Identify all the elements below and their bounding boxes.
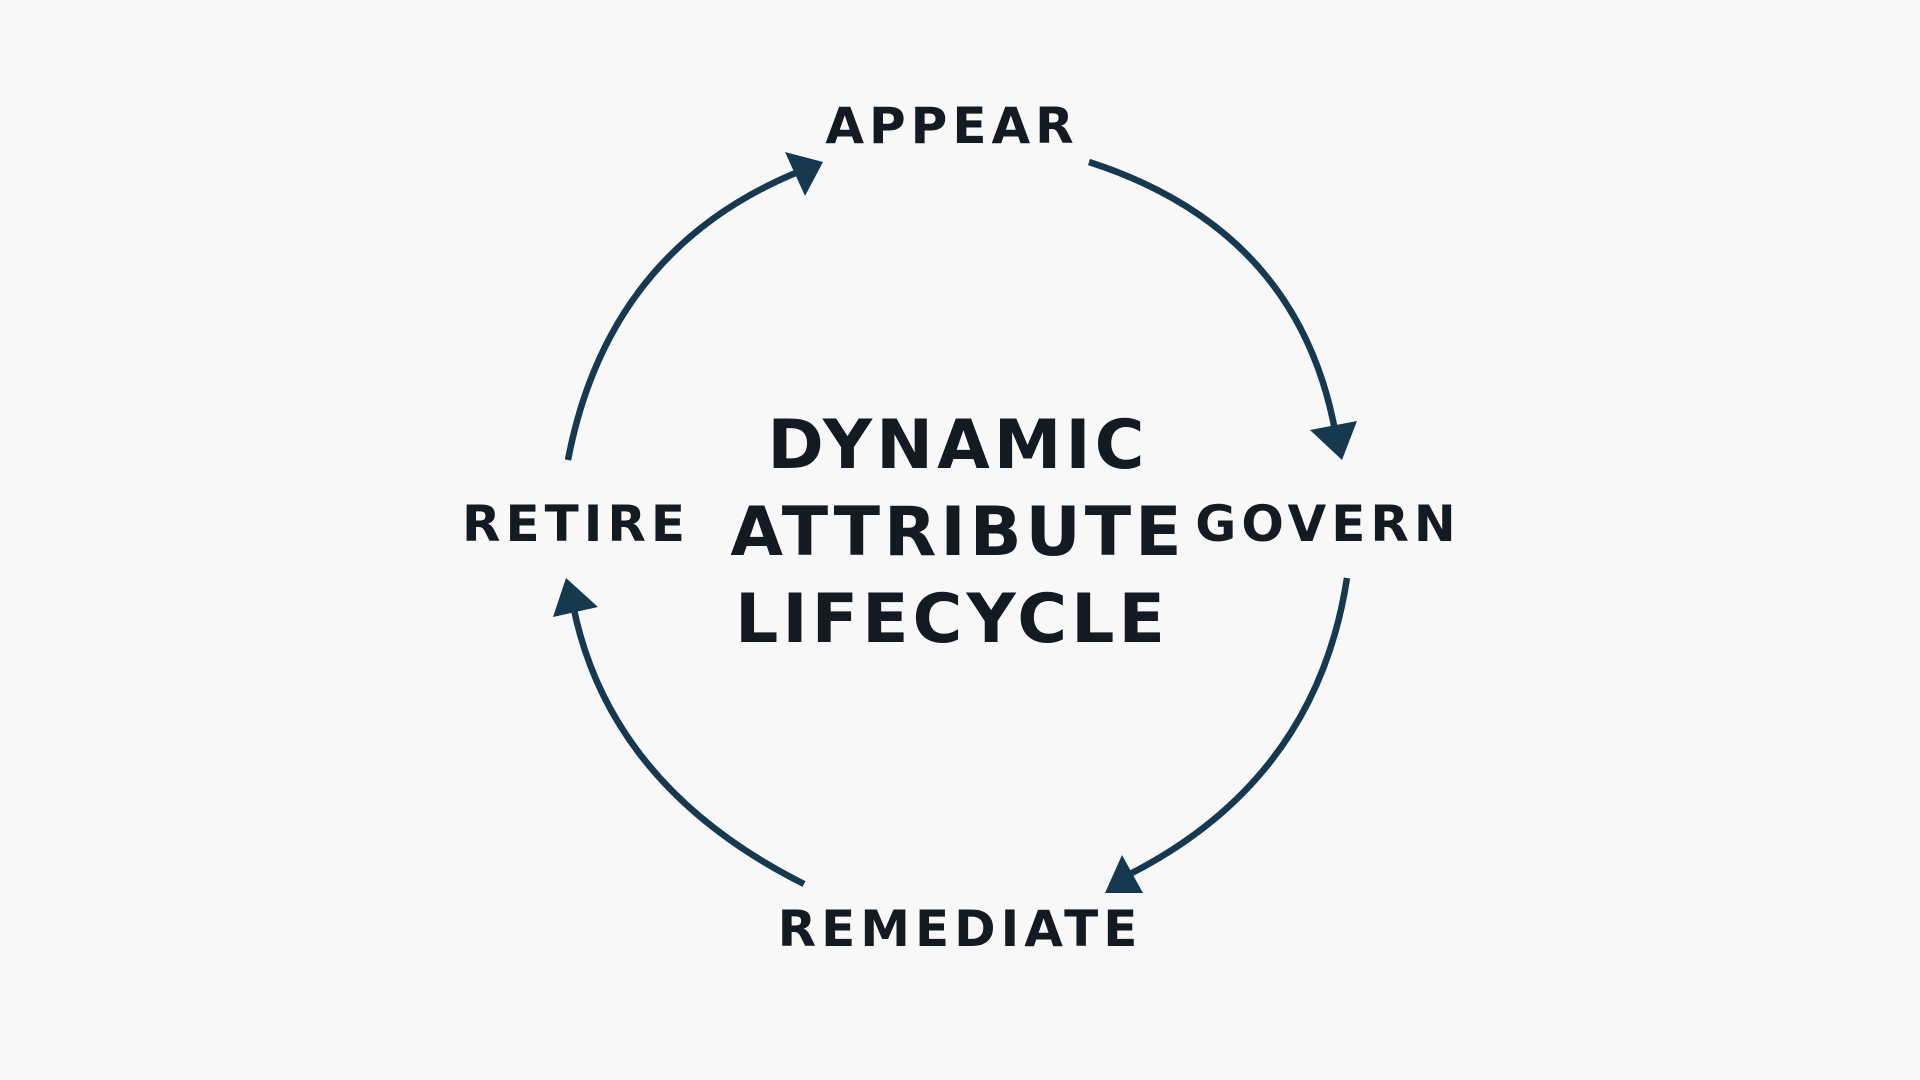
center-title: DYNAMIC ATTRIBUTE LIFECYCLE	[730, 406, 1185, 659]
arrow-retire-to-appear-line	[564, 168, 800, 461]
stage-label-bottom: REMEDIATE	[778, 900, 1143, 958]
arrow-govern-to-remediate-head	[1105, 855, 1143, 893]
stage-label-right: GOVERN	[1195, 495, 1460, 553]
arrow-appear-to-govern	[1088, 158, 1357, 460]
arrow-appear-to-govern-head	[1310, 421, 1357, 460]
arrow-retire-to-appear-head	[785, 152, 823, 196]
arrow-appear-to-govern-line	[1088, 158, 1340, 437]
arrow-remediate-to-retire	[553, 578, 806, 887]
arrow-remediate-to-retire-line	[569, 604, 806, 887]
center-title-line-3: LIFECYCLE	[735, 580, 1169, 659]
arrow-retire-to-appear	[564, 152, 823, 461]
center-title-line-2: ATTRIBUTE	[730, 493, 1185, 572]
arrow-govern-to-remediate-line	[1126, 577, 1351, 878]
center-title-line-1: DYNAMIC	[767, 406, 1148, 485]
stage-label-left: RETIRE	[462, 495, 690, 553]
arrow-remediate-to-retire-head	[553, 578, 598, 617]
arrow-govern-to-remediate	[1105, 577, 1351, 893]
stage-label-top: APPEAR	[825, 97, 1078, 155]
